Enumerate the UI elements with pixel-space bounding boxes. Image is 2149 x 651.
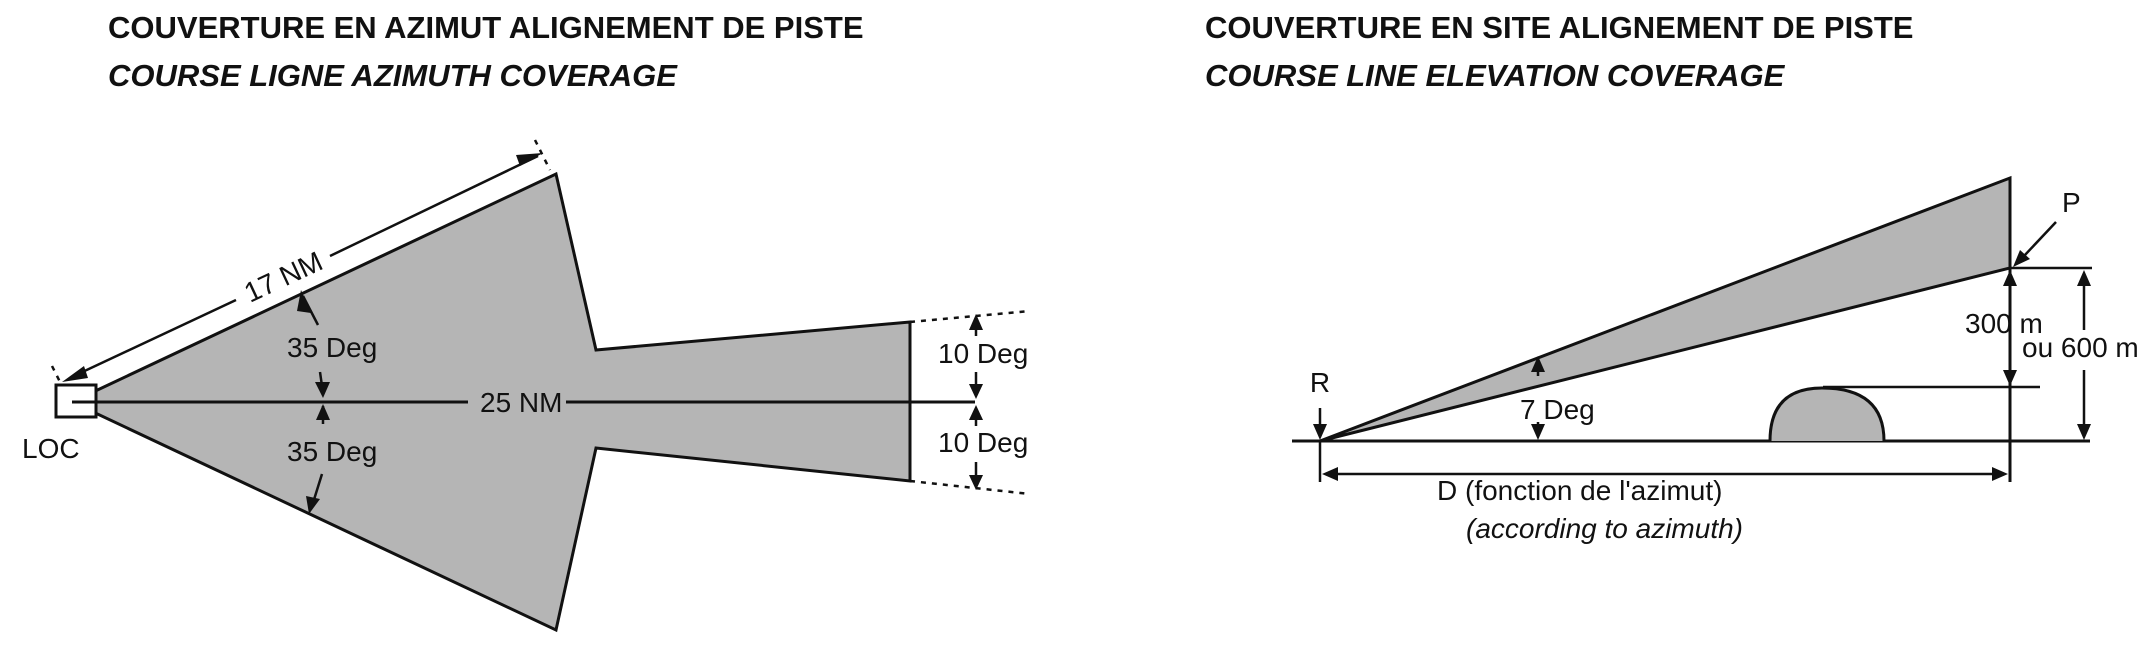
elevation-coverage-diagram: COUVERTURE EN SITE ALIGNEMENT DE PISTE C… (1205, 10, 2139, 544)
arrowhead-600m-upper (2077, 270, 2091, 286)
label-10deg-bottom: 10 Deg (938, 427, 1028, 458)
elevation-title-fr: COUVERTURE EN SITE ALIGNEMENT DE PISTE (1205, 10, 1913, 45)
dimension-17nm-line-a (75, 298, 237, 377)
dotted-edge-bottom (909, 479, 1031, 496)
label-10deg-top: 10 Deg (938, 338, 1028, 369)
label-600m: ou 600 m (2022, 332, 2139, 363)
label-p: P (2062, 187, 2081, 218)
arrowhead-7deg-upper (1531, 356, 1545, 372)
label-distance-en: (according to azimuth) (1466, 513, 1743, 544)
arrowhead-7deg-lower (1531, 424, 1545, 440)
elevation-title-en: COURSE LINE ELEVATION COVERAGE (1205, 58, 1786, 93)
arrowhead-600m-lower (2077, 424, 2091, 440)
label-300m: 300 m (1965, 308, 2043, 339)
arrowhead-35deg-bottom-upper (316, 404, 330, 420)
label-loc: LOC (22, 433, 80, 464)
dotted-edge-top (909, 309, 1031, 324)
label-r: R (1310, 367, 1330, 398)
arrowhead-10deg-bottom-lower (969, 475, 983, 490)
arrowhead-17nm-start (62, 366, 88, 382)
arrowhead-10deg-bottom-upper (969, 405, 983, 420)
elevation-coverage-area (1319, 175, 2012, 443)
arrowhead-d-end (1992, 467, 2008, 481)
label-distance-fr: D (fonction de l'azimut) (1437, 475, 1722, 506)
azimuth-title-en: COURSE LIGNE AZIMUTH COVERAGE (108, 58, 678, 93)
terrain-obstacle (1768, 386, 1886, 442)
label-7deg: 7 Deg (1520, 394, 1595, 425)
arrowhead-300m-lower (2003, 370, 2017, 386)
arrowhead-35deg-bottom-lower (306, 496, 320, 514)
arrowhead-300m-upper (2003, 270, 2017, 286)
arrowhead-17nm-end (516, 153, 543, 166)
p-pointer (2023, 221, 2057, 257)
arrowhead-35deg-top-upper (297, 290, 311, 313)
arrowhead-10deg-top-upper (969, 314, 983, 330)
extension-line-start (50, 365, 64, 387)
label-25nm: 25 NM (480, 387, 562, 418)
arrowhead-10deg-top-lower (969, 384, 983, 399)
arrowhead-p (2013, 250, 2030, 267)
dimension-17nm-line-b (329, 154, 539, 258)
azimuth-title-fr: COUVERTURE EN AZIMUT ALIGNEMENT DE PISTE (108, 10, 864, 45)
label-35deg-bottom: 35 Deg (287, 436, 377, 467)
arrowhead-r (1313, 424, 1327, 440)
arrowhead-35deg-top-lower (315, 382, 330, 398)
azimuth-coverage-diagram: COUVERTURE EN AZIMUT ALIGNEMENT DE PISTE… (22, 10, 1031, 633)
label-35deg-top: 35 Deg (287, 332, 377, 363)
arrowhead-d-start (1322, 467, 1338, 481)
